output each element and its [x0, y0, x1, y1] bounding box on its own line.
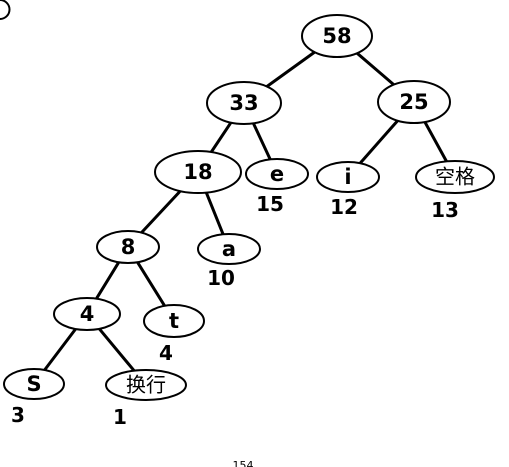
edge-n25-i — [358, 119, 400, 165]
node-ellipse — [53, 297, 121, 331]
tree-node-n18: 18 — [154, 150, 242, 194]
tree-node-n33: 33 — [206, 81, 282, 125]
node-label: 空格 — [435, 165, 475, 189]
edge-n4-s — [43, 327, 78, 372]
node-label: t — [169, 309, 179, 333]
node-ellipse — [3, 368, 65, 400]
node-label: 58 — [322, 24, 351, 48]
tree-edges — [43, 50, 448, 373]
leaf-weight: 15 — [256, 192, 284, 216]
tree-node-n25: 25 — [377, 80, 451, 124]
edge-n18-a — [204, 191, 225, 236]
node-label: a — [222, 237, 236, 261]
tree-node-newline: 换行 1 — [105, 369, 187, 429]
tree-node-s: S3 — [3, 368, 65, 427]
leaf-weight: 3 — [11, 403, 25, 427]
node-ellipse — [197, 233, 261, 265]
tree-node-n8: 8 — [96, 230, 160, 264]
node-ellipse — [206, 81, 282, 125]
edge-n58-n25 — [355, 51, 396, 87]
tree-node-space: 空格 13 — [415, 160, 495, 222]
node-label: 换行 — [126, 373, 166, 397]
tree-node-n58: 58 — [301, 14, 373, 58]
edge-n8-t — [136, 260, 167, 308]
page-number: 154 — [233, 459, 254, 467]
node-label: S — [26, 372, 41, 396]
edge-n18-n8 — [140, 189, 182, 235]
edge-n8-n4 — [94, 260, 121, 301]
node-label: 8 — [121, 235, 136, 259]
node-label: 33 — [229, 91, 258, 115]
node-ellipse — [415, 160, 495, 194]
node-label: 18 — [183, 160, 212, 184]
edge-n58-n33 — [265, 50, 317, 88]
node-ellipse — [154, 150, 242, 194]
corner-circle-mark — [0, 0, 11, 20]
leaf-weight: 13 — [431, 198, 459, 222]
node-ellipse — [301, 14, 373, 58]
edge-n25-space — [423, 120, 448, 163]
node-label: i — [344, 165, 351, 189]
leaf-weight: 12 — [330, 195, 358, 219]
tree-node-i: i 12 — [316, 161, 380, 219]
edge-n33-n18 — [209, 121, 233, 154]
tree-node-n4: 4 — [53, 297, 121, 331]
tree-node-a: a 10 — [197, 233, 261, 290]
tree-node-e: e 15 — [245, 158, 309, 216]
leaf-weight: 10 — [207, 266, 235, 290]
tree-node-t: t4 — [143, 304, 205, 365]
node-ellipse — [143, 304, 205, 338]
leaf-weight: 1 — [113, 405, 127, 429]
node-ellipse — [316, 161, 380, 193]
node-label: 4 — [80, 302, 95, 326]
node-ellipse — [96, 230, 160, 264]
node-ellipse — [105, 369, 187, 401]
edge-n33-e — [251, 121, 272, 161]
node-label: 25 — [399, 90, 428, 114]
node-ellipse — [377, 80, 451, 124]
leaf-weight: 4 — [159, 341, 173, 365]
node-ellipse — [245, 158, 309, 190]
node-label: e — [270, 162, 284, 186]
edge-n4-newline — [97, 327, 136, 373]
